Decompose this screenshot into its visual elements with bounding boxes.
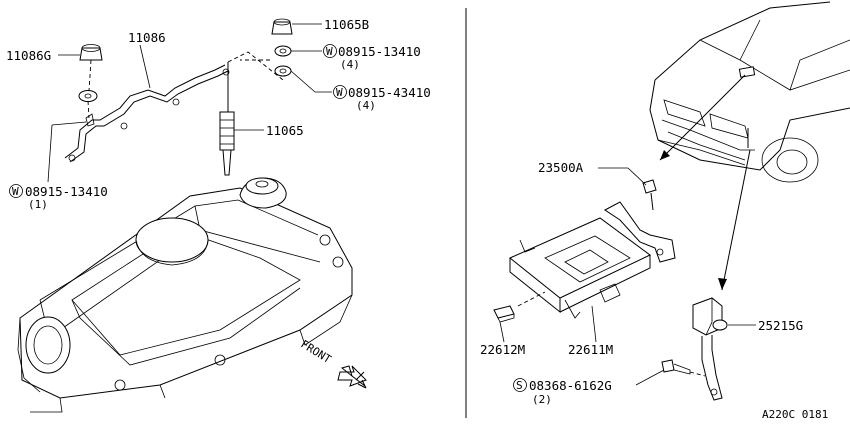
screw-mark-icon	[513, 378, 527, 392]
washer-mark: W	[326, 45, 333, 58]
label-25215g: 25215G	[758, 318, 803, 333]
sensor-25215g	[692, 297, 728, 401]
label-11086: 11086	[128, 30, 166, 45]
washer-mark: W	[336, 86, 343, 99]
nut-11065b	[271, 18, 293, 35]
washer-icon	[78, 90, 98, 102]
arrow-head-icon	[660, 150, 670, 160]
front-label: FRONT	[298, 338, 333, 367]
harness-bracket	[64, 64, 230, 163]
label-22611m: 22611M	[568, 342, 613, 357]
label-11086g: 11086G	[6, 48, 51, 63]
front-arrow-icon	[337, 365, 367, 389]
washer-mark: W	[12, 185, 19, 198]
nut-11086g	[79, 44, 103, 61]
connector-guide	[517, 291, 546, 307]
qty-mid: (4)	[356, 99, 376, 112]
label-22612m: 22612M	[480, 342, 525, 357]
vehicle-outline	[649, 1, 850, 183]
qty-screw: (2)	[532, 393, 552, 406]
arrow-to-sensor	[721, 149, 751, 291]
screw-guide	[689, 371, 706, 377]
label-08915-13410-top: 08915-13410	[338, 44, 421, 59]
washer-icon	[274, 45, 292, 57]
label-11065b: 11065B	[324, 17, 369, 32]
washer-mark-icon	[323, 44, 337, 58]
label-23500a: 23500A	[538, 160, 584, 175]
bolt-23500a	[642, 179, 657, 211]
washer-icon	[274, 65, 292, 77]
washer-mark-icon	[9, 184, 23, 198]
washer-mark-icon	[333, 85, 347, 99]
label-08915-13410-bottom: 08915-13410	[25, 184, 108, 199]
glow-plug	[219, 62, 235, 176]
label-11065: 11065	[266, 123, 304, 138]
label-08915-43410: 08915-43410	[348, 85, 431, 100]
qty-bottom: (1)	[28, 198, 48, 211]
reference-code: A220C 0181	[762, 408, 828, 421]
arrow-head-icon	[718, 278, 727, 290]
screw-mark: S	[516, 379, 523, 392]
ecu-assembly	[509, 201, 676, 319]
screw-08368-6162g	[661, 359, 691, 375]
engine-cover-assembly	[17, 177, 353, 413]
arrow-to-ecu	[659, 74, 746, 161]
label-08368-6162g: 08368-6162G	[529, 378, 612, 393]
connector-22612m	[493, 305, 515, 323]
qty-top: (4)	[340, 58, 360, 71]
